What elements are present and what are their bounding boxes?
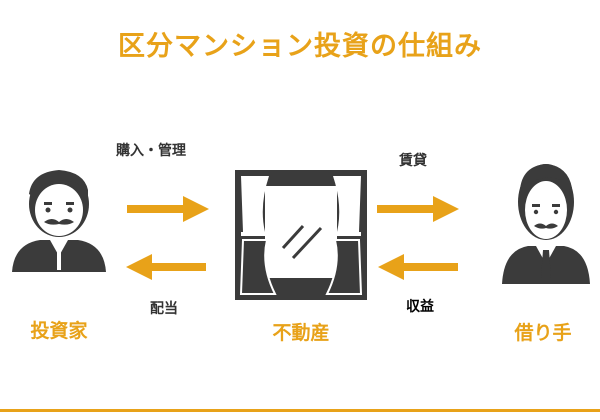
entity-tenant: 借り手 <box>514 322 572 344</box>
entity-property: 不動産 <box>272 322 330 344</box>
arrow-left-dividend <box>126 254 206 280</box>
arrow-right-purchase <box>127 196 209 222</box>
flow-label-purchase-manage: 購入・管理 <box>116 143 186 159</box>
investor-person-icon <box>12 170 106 272</box>
flow-label-lease: 賃貸 <box>399 153 427 169</box>
diagram-title: 区分マンション投資の仕組み <box>118 31 482 62</box>
flow-label-income: 収益 <box>406 299 434 315</box>
tenant-person-icon <box>502 164 590 284</box>
arrow-right-lease <box>377 196 459 222</box>
flow-label-dividend: 配当 <box>150 301 178 317</box>
bottom-divider <box>0 409 600 412</box>
arrow-left-income <box>378 254 458 280</box>
property-window-curtain-icon <box>235 170 367 300</box>
entity-investor: 投資家 <box>30 320 88 342</box>
